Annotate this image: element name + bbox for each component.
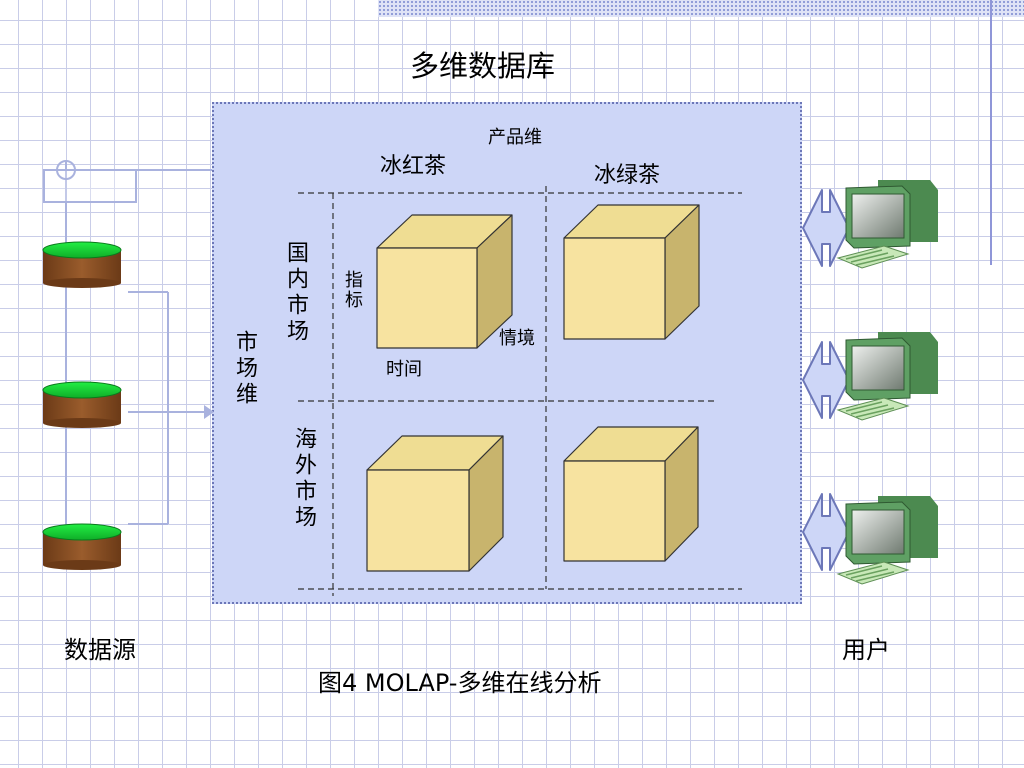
decorative-vertical-line xyxy=(990,0,992,265)
computer-terminal-icon xyxy=(836,332,938,421)
figure-caption: 图4 MOLAP-多维在线分析 xyxy=(318,669,602,697)
product-label-1: 冰红茶 xyxy=(380,154,447,179)
data-cube xyxy=(563,204,700,340)
market-dimension-label: 市场维 xyxy=(232,330,257,408)
multidimensional-database-panel xyxy=(212,102,802,604)
market-label-1: 国内市场 xyxy=(283,241,308,345)
decorative-top-bar xyxy=(378,0,1024,17)
cube-axis-metric-label: 指标 xyxy=(342,270,363,310)
data-cube xyxy=(563,426,699,562)
cube-axis-context-label: 情境 xyxy=(499,328,535,349)
computer-terminal-icon xyxy=(836,496,938,585)
double-arrow-icon xyxy=(802,493,850,571)
data-cube xyxy=(366,435,504,572)
database-cylinder-icon xyxy=(42,381,122,428)
data-source-label: 数据源 xyxy=(64,636,136,664)
data-cube xyxy=(376,214,513,349)
database-cylinder-icon xyxy=(42,523,122,570)
market-label-2: 海外市场 xyxy=(291,427,316,531)
diagram-title: 多维数据库 xyxy=(410,49,556,83)
connector-arrow-icon xyxy=(204,405,214,419)
double-arrow-icon xyxy=(802,341,850,419)
product-dimension-label: 产品维 xyxy=(488,127,542,148)
dimension-grid-lines xyxy=(298,186,742,596)
data-source-connectors xyxy=(43,160,212,545)
double-arrow-icon xyxy=(802,189,850,267)
product-label-2: 冰绿茶 xyxy=(594,163,661,188)
computer-terminal-icon xyxy=(836,180,938,269)
user-label: 用户 xyxy=(842,636,890,664)
cube-axis-time-label: 时间 xyxy=(386,359,422,380)
database-cylinder-icon xyxy=(42,241,122,288)
